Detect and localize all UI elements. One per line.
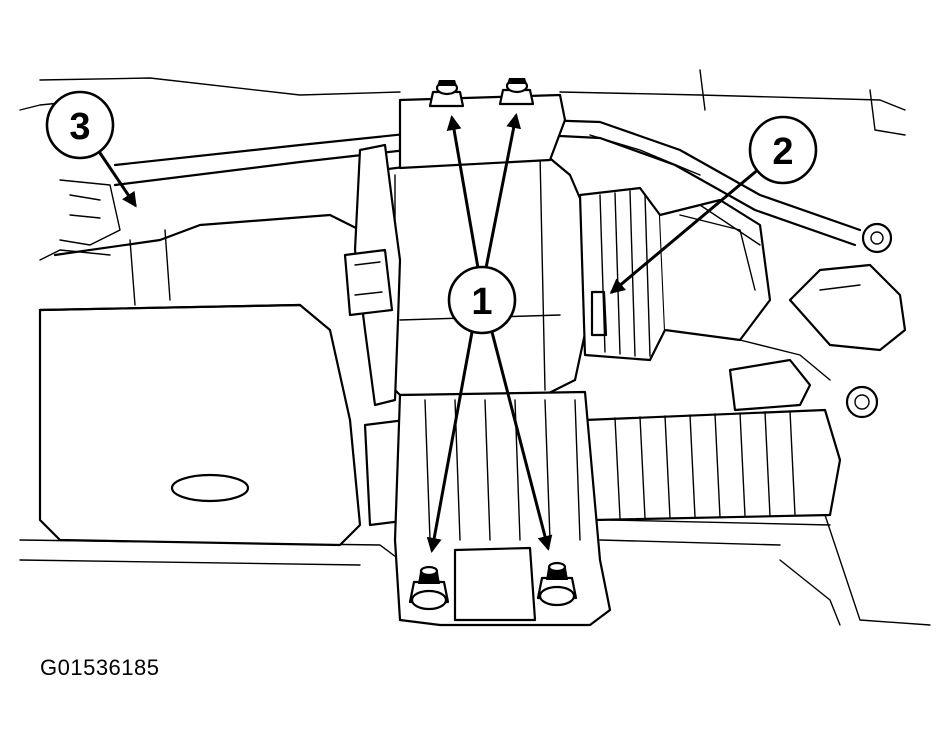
callout-arrows [96,113,762,553]
bolt-bottom-right [536,561,578,607]
arrow-2 [609,166,762,294]
callout-2-label: 2 [772,131,793,173]
intake-coupler [578,186,907,419]
bolt-top-left [428,80,465,108]
arrow-1-top-right [484,113,522,270]
bracket-bolts [408,78,578,611]
bolt-bottom-left [408,565,450,611]
housing-oval-port [170,473,250,503]
arrow-1-top-left [446,115,480,270]
callout-1: 1 [447,265,517,335]
arrow-3 [96,148,137,208]
callout-3: 3 [45,90,115,160]
hose-clamp-left [343,143,402,407]
callout-2: 2 [748,115,818,185]
arrow-1-bottom-left [426,330,474,553]
callout-3-label: 3 [69,106,90,148]
line-end-fitting [861,222,893,254]
figure-id-label: G01536185 [40,655,160,680]
callout-1-label: 1 [471,281,492,323]
bolt-top-right [498,78,535,106]
upper-vacuum-line [113,118,893,254]
air-cleaner-housing [38,179,372,547]
arrow-1-bottom-right [490,330,553,551]
